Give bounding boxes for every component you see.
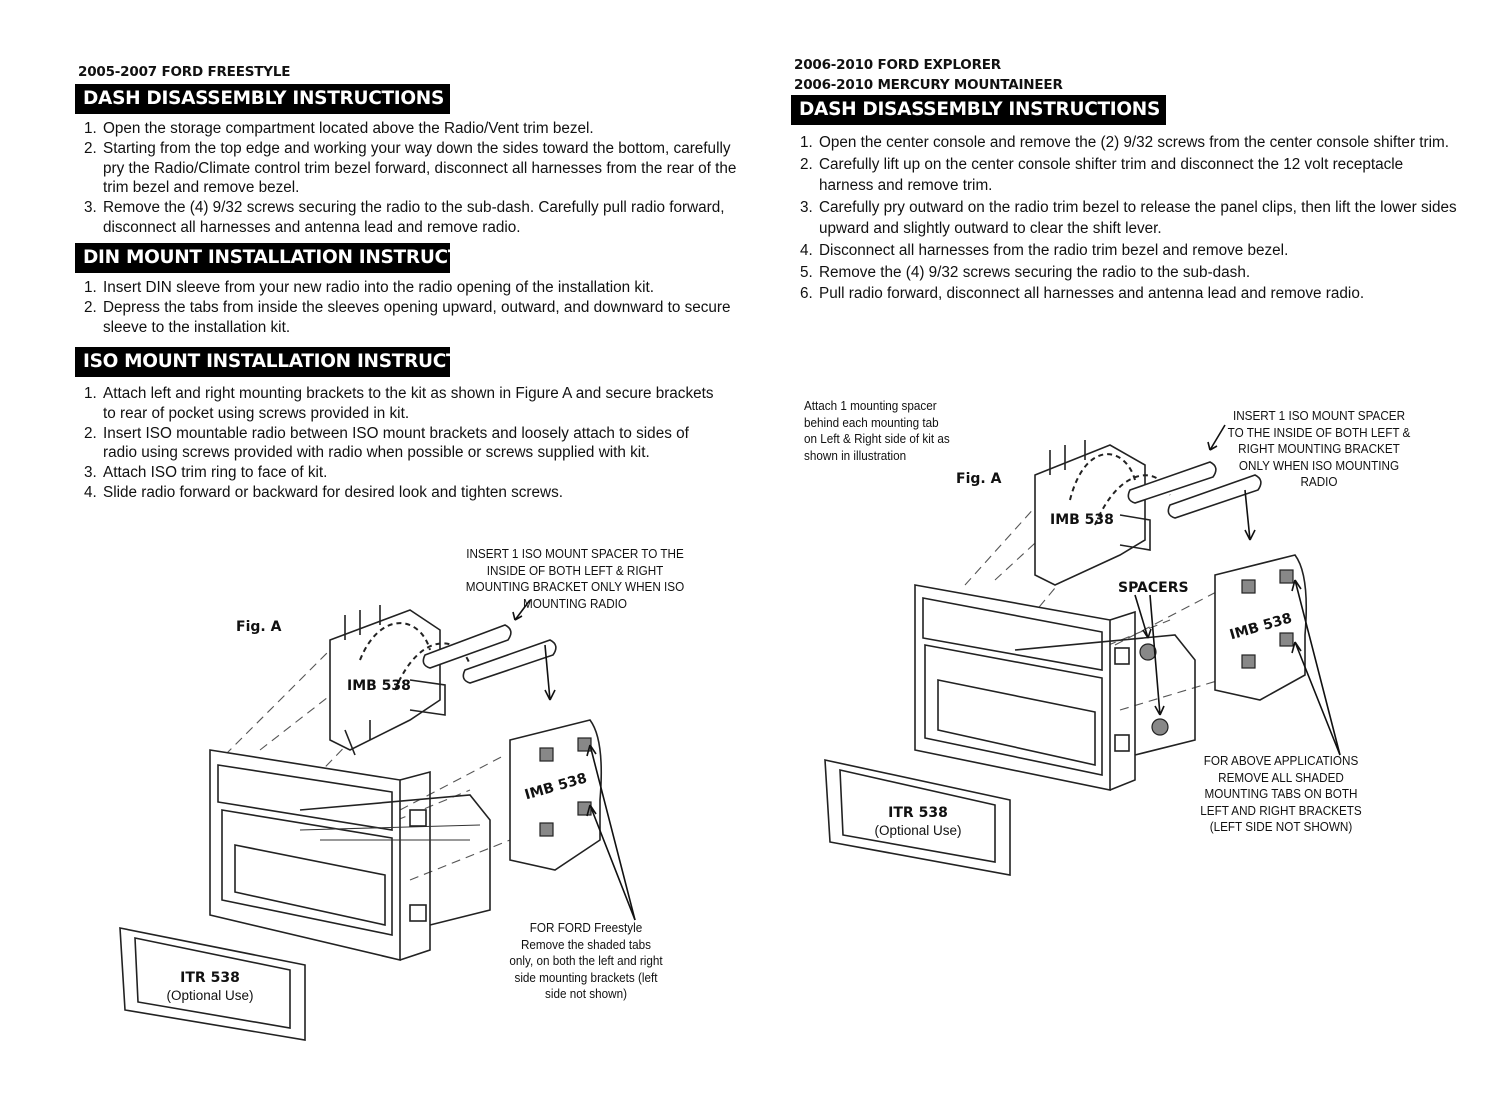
vehicle-title-1: 2006-2010 FORD EXPLORER xyxy=(794,57,1001,73)
spacers-label: SPACERS xyxy=(1118,580,1189,596)
step-item: Insert DIN sleeve from your new radio in… xyxy=(101,278,741,298)
figure-label: Fig. A xyxy=(236,619,282,635)
spacer-callout: INSERT 1 ISO MOUNT SPACER TO THE INSIDE … xyxy=(1227,408,1411,489)
step-item: Open the storage compartment located abo… xyxy=(101,119,741,139)
trim-ring-name: ITR 538 xyxy=(180,970,240,986)
left-instruction-sheet: 2005-2007 FORD FREESTYLE DASH DISASSEMBL… xyxy=(0,0,750,1103)
step-item: Attach ISO trim ring to face of kit. xyxy=(101,463,726,483)
trim-ring-note: (Optional Use) xyxy=(166,988,254,1003)
trim-ring-label: ITR 538 (Optional Use) xyxy=(150,969,270,1005)
dash-disassembly-steps: Open the center console and remove the (… xyxy=(794,132,1457,305)
step-item: Insert ISO mountable radio between ISO m… xyxy=(101,424,726,464)
din-mount-steps: Insert DIN sleeve from your new radio in… xyxy=(78,278,741,337)
dash-disassembly-heading: DASH DISASSEMBLY INSTRUCTIONS xyxy=(791,95,1166,125)
step-item: Pull radio forward, disconnect all harne… xyxy=(817,283,1457,305)
step-item: Remove the (4) 9/32 screws securing the … xyxy=(101,198,741,238)
step-item: Disconnect all harnesses from the radio … xyxy=(817,240,1457,262)
iso-mount-steps: Attach left and right mounting brackets … xyxy=(78,384,726,503)
dash-disassembly-heading: DASH DISASSEMBLY INSTRUCTIONS xyxy=(75,84,450,114)
vehicle-title: 2005-2007 FORD FREESTYLE xyxy=(78,64,291,80)
step-item: Attach left and right mounting brackets … xyxy=(101,384,726,424)
spacer-callout: INSERT 1 ISO MOUNT SPACER TO THE INSIDE … xyxy=(465,546,685,611)
step-item: Carefully pry outward on the radio trim … xyxy=(817,197,1457,240)
vehicle-title-2: 2006-2010 MERCURY MOUNTAINEER xyxy=(794,77,1063,93)
installation-diagram-fig-a xyxy=(119,599,636,1041)
step-item: Remove the (4) 9/32 screws securing the … xyxy=(817,262,1457,284)
trim-ring-note: (Optional Use) xyxy=(874,823,962,838)
iso-mount-heading: ISO MOUNT INSTALLATION INSTRUCTIONS xyxy=(75,347,450,377)
step-item: Carefully lift up on the center console … xyxy=(817,154,1457,197)
trim-ring-name: ITR 538 xyxy=(888,805,948,821)
dash-disassembly-steps: Open the storage compartment located abo… xyxy=(78,119,741,238)
bracket-label-left: IMB 538 xyxy=(347,678,411,694)
step-item: Slide radio forward or backward for desi… xyxy=(101,483,726,503)
tabs-callout: FOR ABOVE APPLICATIONS REMOVE ALL SHADED… xyxy=(1200,753,1362,834)
step-item: Starting from the top edge and working y… xyxy=(101,139,741,198)
step-item: Depress the tabs from inside the sleeves… xyxy=(101,298,741,338)
installation-diagram-fig-a xyxy=(824,424,1341,876)
attach-spacer-note: Attach 1 mounting spacer behind each mou… xyxy=(804,398,950,463)
trim-ring-label: ITR 538 (Optional Use) xyxy=(858,804,978,840)
tabs-callout: FOR FORD Freestyle Remove the shaded tab… xyxy=(509,920,663,1001)
right-instruction-sheet: 2006-2010 FORD EXPLORER 2006-2010 MERCUR… xyxy=(750,0,1500,1103)
figure-label: Fig. A xyxy=(956,471,1002,487)
step-item: Open the center console and remove the (… xyxy=(817,132,1457,154)
din-mount-heading: DIN MOUNT INSTALLATION INSTRUCTIONS xyxy=(75,243,450,273)
bracket-label-left: IMB 538 xyxy=(1050,512,1114,528)
